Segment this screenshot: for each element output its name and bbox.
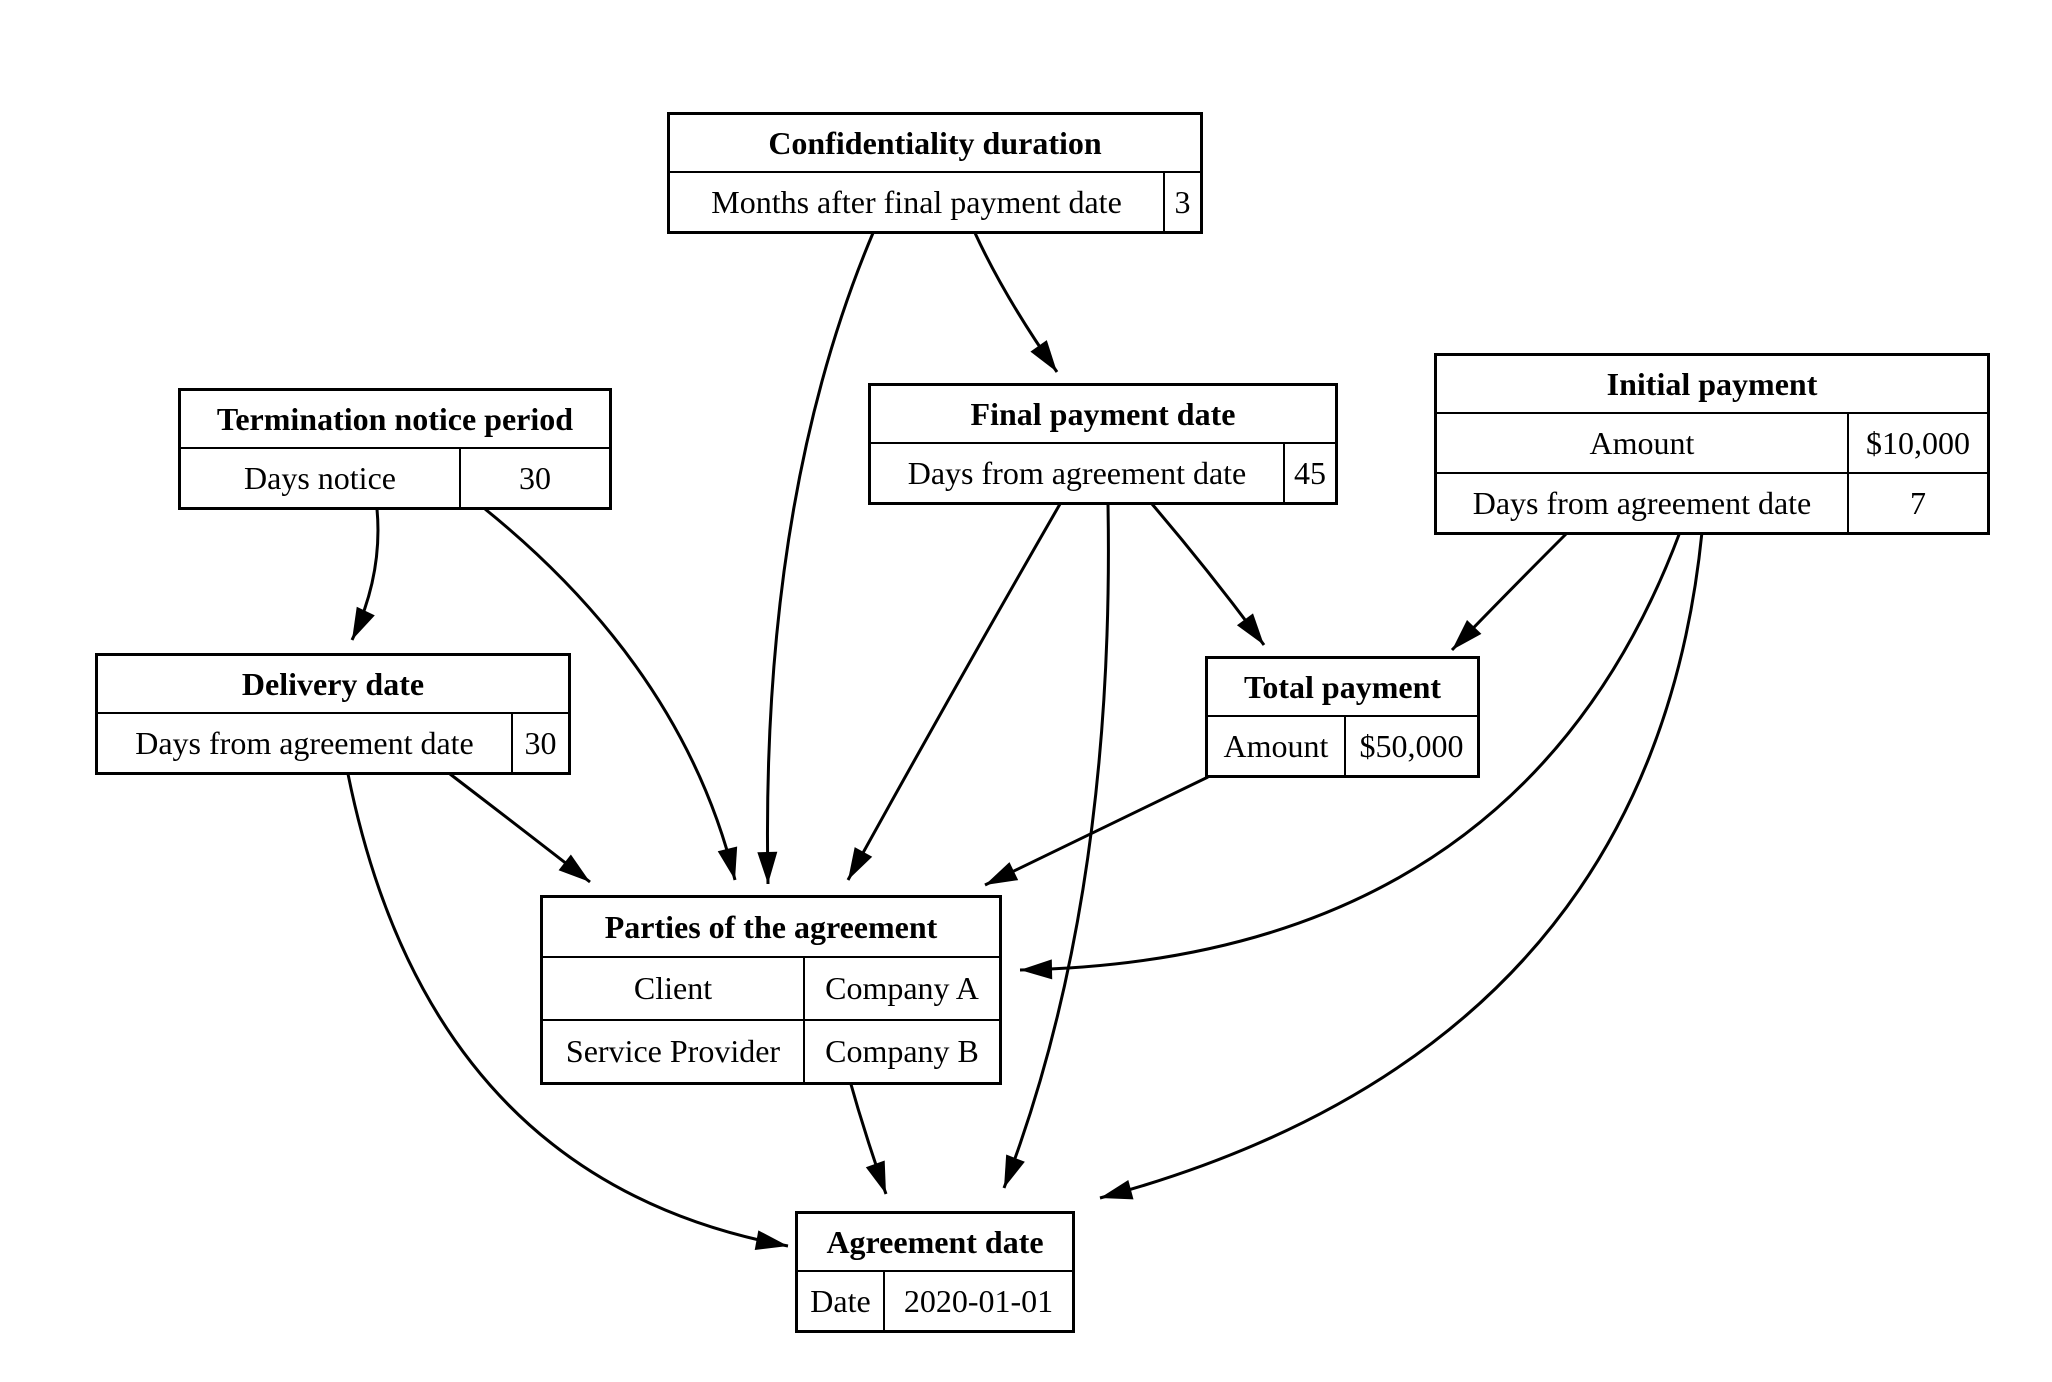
row-value: 7 xyxy=(1847,474,1987,532)
row-value: 30 xyxy=(511,714,568,772)
row-value: $10,000 xyxy=(1847,414,1987,472)
row-label: Client xyxy=(633,970,713,1006)
node-title: Agreement date xyxy=(826,1223,1044,1260)
node-initial-payment: Initial payment Amount $10,000 Days from… xyxy=(1434,353,1990,535)
node-title: Confidentiality duration xyxy=(768,124,1102,161)
row-value: 30 xyxy=(459,449,609,507)
row-label: Days from agreement date xyxy=(135,724,474,761)
node-row: Amount $10,000 xyxy=(1437,412,1987,472)
row-label: Days from agreement date xyxy=(907,454,1247,491)
edge-final-payment-date-to-agreement-date xyxy=(1002,503,1110,1189)
node-parties-of-the-agreement: Parties of the agreement Client Company … xyxy=(540,895,1002,1085)
node-row: Amount $50,000 xyxy=(1208,715,1477,775)
edge-total-payment-to-parties-of-the-agreement xyxy=(984,775,1209,887)
node-title: Final payment date xyxy=(970,395,1236,432)
row-value: $50,000 xyxy=(1344,717,1477,775)
node-row: Service Provider Company B xyxy=(543,1019,999,1082)
node-title: Total payment xyxy=(1243,668,1442,705)
node-agreement-date: Agreement date Date 2020-01-01 xyxy=(795,1211,1075,1333)
node-row: Months after final payment date 3 xyxy=(670,171,1200,231)
node-final-payment-date: Final payment date Days from agreement d… xyxy=(868,383,1338,505)
edge-initial-payment-to-total-payment xyxy=(1450,530,1570,652)
edge-final-payment-date-to-parties-of-the-agreement xyxy=(846,503,1062,881)
edge-delivery-date-to-agreement-date xyxy=(346,773,789,1251)
node-row: Days from agreement date 45 xyxy=(871,442,1335,502)
row-label: Amount xyxy=(1223,727,1329,764)
node-title: Parties of the agreement xyxy=(604,908,938,945)
row-label: Service Provider xyxy=(565,1033,781,1069)
row-value: Company B xyxy=(803,1021,999,1082)
node-termination-notice-period: Termination notice period Days notice 30 xyxy=(178,388,612,510)
row-label: Months after final payment date xyxy=(711,183,1122,220)
edge-termination-notice-period-to-delivery-date xyxy=(350,508,380,641)
node-total-payment: Total payment Amount $50,000 xyxy=(1205,656,1480,778)
node-row: Days from agreement date 7 xyxy=(1437,472,1987,532)
edge-termination-notice-period-to-parties-of-the-agreement xyxy=(484,507,738,881)
row-value: 2020-01-01 xyxy=(883,1272,1072,1330)
row-label: Days from agreement date xyxy=(1472,484,1812,521)
edge-final-payment-date-to-total-payment xyxy=(1150,503,1266,646)
node-title: Termination notice period xyxy=(216,400,574,437)
node-title: Initial payment xyxy=(1606,365,1818,402)
edge-parties-of-the-agreement-to-agreement-date xyxy=(846,1073,888,1195)
node-row: Days notice 30 xyxy=(181,447,609,507)
node-row: Days from agreement date 30 xyxy=(98,712,568,772)
row-value: Company A xyxy=(803,958,999,1019)
row-label: Date xyxy=(810,1282,871,1319)
node-delivery-date: Delivery date Days from agreement date 3… xyxy=(95,653,571,775)
node-confidentiality-duration: Confidentiality duration Months after fi… xyxy=(667,112,1203,234)
edge-delivery-date-to-parties-of-the-agreement xyxy=(449,772,591,884)
edge-initial-payment-to-agreement-date xyxy=(1099,531,1704,1200)
edge-confidentiality-duration-to-parties-of-the-agreement xyxy=(757,232,875,885)
edge-confidentiality-duration-to-final-payment-date xyxy=(973,232,1059,373)
node-title: Delivery date xyxy=(241,665,425,702)
edge-initial-payment-to-parties-of-the-agreement xyxy=(1019,531,1682,980)
node-row: Date 2020-01-01 xyxy=(798,1270,1072,1330)
row-value: 45 xyxy=(1283,444,1335,502)
row-value: 3 xyxy=(1163,173,1200,231)
row-label: Amount xyxy=(1589,424,1695,461)
row-label: Days notice xyxy=(244,459,396,496)
node-row: Client Company A xyxy=(543,956,999,1019)
